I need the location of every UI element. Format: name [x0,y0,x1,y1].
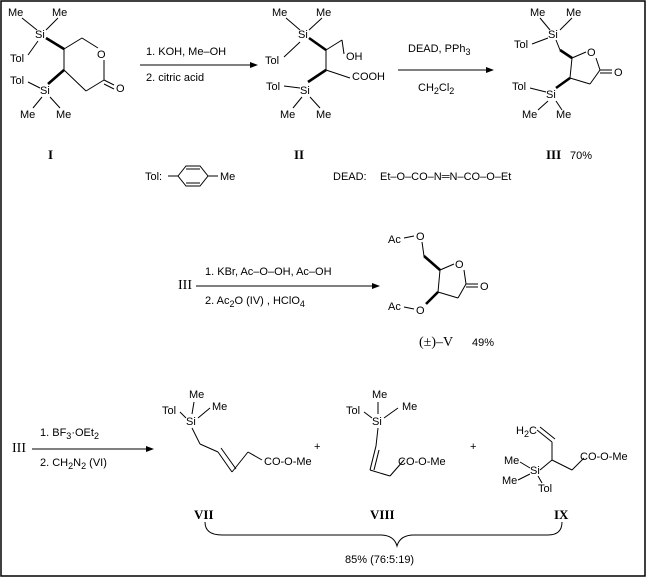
svg-text:Tol:: Tol: [145,171,162,183]
compound-label-IX: IX [554,507,569,522]
yield-ratio: 85% (76:5:19) [345,554,414,566]
plus-sign-2: + [470,441,476,453]
svg-text:Ac: Ac [388,301,401,313]
svg-text:Me: Me [522,109,537,121]
svg-text:OH: OH [346,51,363,63]
svg-text:1. KBr, Ac–O–OH, Ac–OH: 1. KBr, Ac–O–OH, Ac–OH [205,266,332,278]
dead-legend-label: DEAD: [333,171,367,183]
compound-VIII-structure: Me Me Si Tol CO-O-Me [346,389,446,477]
svg-text:1. KOH, Me–OH: 1. KOH, Me–OH [146,46,226,58]
compound-II-structure: Me Me Si Tol OH COOH Si Tol Me Me [265,7,385,121]
svg-text:Me: Me [556,109,571,121]
svg-text:O: O [587,47,596,59]
compound-IX-structure: H2C CO-O-Me Si Me Me Tol [502,425,628,495]
step4-start-III: III [12,441,26,456]
svg-text:COOH: COOH [352,71,385,83]
svg-text:Me: Me [316,109,331,121]
svg-text:Me: Me [502,475,517,487]
svg-text:Si: Si [186,416,196,428]
svg-text:Me: Me [52,7,67,19]
svg-text:Tol: Tol [346,405,360,417]
svg-text:CO-O-Me: CO-O-Me [580,451,628,463]
svg-text:Si: Si [548,29,558,41]
compound-I-structure: Me Me Si Tol O O Si Tol Me Me [8,7,125,121]
svg-text:Me: Me [8,7,23,19]
svg-text:Me: Me [280,109,295,121]
compound-label-VII: VII [194,507,214,522]
svg-text:H2C: H2C [516,425,537,439]
svg-text:Si: Si [298,29,308,41]
dead-legend-formula: Et–O–CO–N═N–CO–O–Et [380,171,511,183]
svg-text:CH2Cl2: CH2Cl2 [418,82,454,96]
svg-text:Me: Me [402,401,417,413]
svg-text:Me: Me [272,7,287,19]
compound-V-yield: 49% [472,337,494,349]
reaction-arrow-4: 1. BF3·OEt2 2. CH2N2 (VI) [32,427,154,471]
svg-text:Tol: Tol [10,53,24,65]
svg-text:Si: Si [35,29,45,41]
svg-text:Me: Me [20,109,35,121]
step3-start-III: III [178,278,192,293]
svg-text:Me: Me [530,7,545,19]
svg-text:Tol: Tol [266,81,280,93]
svg-text:O: O [416,305,425,317]
svg-text:Si: Si [40,85,50,97]
svg-text:Si: Si [300,85,310,97]
svg-text:Si: Si [546,89,556,101]
svg-text:Tol: Tol [538,483,552,495]
compound-III-structure: Me Me Si Tol O O Si Tol Me Me [512,7,623,121]
svg-text:O: O [97,49,106,61]
svg-text:Me: Me [566,7,581,19]
svg-text:O: O [480,281,489,293]
svg-text:2. CH2N2 (VI): 2. CH2N2 (VI) [40,457,107,471]
compound-V-structure: Ac O O O O Ac [388,231,489,317]
svg-text:2. Ac2O (IV) , HClO4: 2. Ac2O (IV) , HClO4 [205,295,305,309]
svg-text:Me: Me [372,389,387,401]
reaction-arrow-1: 1. KOH, Me–OH 2. citric acid [140,46,258,84]
svg-text:O: O [614,67,623,79]
reaction-arrow-3: 1. KBr, Ac–O–OH, Ac–OH 2. Ac2O (IV) , HC… [196,266,380,309]
svg-text:Me: Me [316,7,331,19]
compound-label-I: I [48,147,53,162]
svg-text:2. citric acid: 2. citric acid [146,72,204,84]
svg-text:Tol: Tol [162,405,176,417]
compound-label-III: III [546,147,561,162]
svg-text:DEAD, PPh3: DEAD, PPh3 [408,43,470,57]
plus-sign-1: + [314,441,320,453]
tol-legend: Tol: Me [145,165,235,187]
svg-text:Tol: Tol [265,55,279,67]
svg-text:Si: Si [530,465,540,477]
svg-text:Tol: Tol [512,81,526,93]
svg-text:CO-O-Me: CO-O-Me [398,456,446,468]
compound-VII-structure: Me Me Si Tol CO-O-Me [162,389,312,473]
svg-text:Tol: Tol [10,75,24,87]
svg-text:O: O [455,259,464,271]
compound-III-yield: 70% [570,150,592,162]
compound-label-V: (±)–V [419,335,453,350]
compound-label-II: II [294,147,304,162]
svg-text:Si: Si [372,416,382,428]
svg-text:Me: Me [212,401,227,413]
svg-text:O: O [116,83,125,95]
product-brace [204,521,563,548]
svg-text:Me: Me [56,109,71,121]
svg-text:1. BF3·OEt2: 1. BF3·OEt2 [40,427,99,441]
svg-text:Me: Me [504,455,519,467]
svg-text:Me: Me [220,171,235,183]
svg-text:Ac: Ac [388,234,401,246]
svg-text:Tol: Tol [514,39,528,51]
compound-label-VIII: VIII [370,507,395,522]
reaction-arrow-2: DEAD, PPh3 CH2Cl2 [398,43,494,96]
svg-text:CO-O-Me: CO-O-Me [264,456,312,468]
svg-text:O: O [416,231,425,243]
svg-text:Me: Me [189,389,204,401]
